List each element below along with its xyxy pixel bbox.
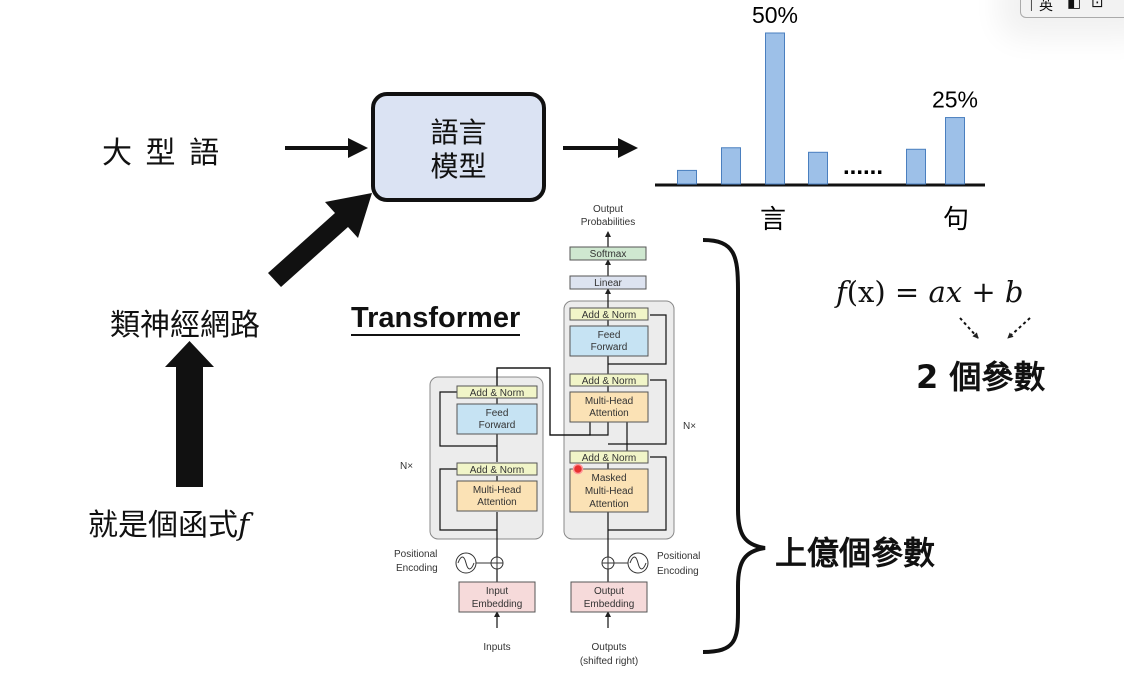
toolbar-view-icon[interactable]: ◧ (1067, 0, 1082, 11)
chart-ellipsis: ...... (843, 153, 883, 180)
enc-mha-line2: Attention (477, 497, 516, 508)
model-box-line1: 語言 (430, 116, 487, 149)
dec-positional-line1: Positional (657, 551, 700, 562)
nn-to-model-arrow (268, 193, 372, 287)
enc-ff-line1: Feed (486, 408, 509, 419)
transformer-diagram: Add & Norm Feed Forward Add & Norm Multi… (394, 204, 700, 667)
language-model-box: 語言 模型 (371, 92, 546, 202)
enc-nx: N× (400, 461, 413, 472)
model-box-line2: 模型 (430, 150, 487, 183)
enc-positional-line1: Positional (394, 549, 437, 560)
bar-3 (808, 151, 828, 185)
input-text: 大 型 語 (102, 136, 222, 171)
pointer-dot (572, 463, 584, 475)
outputs-label-1: Outputs (591, 642, 626, 653)
enc-positional-icon (455, 552, 504, 574)
dec-mha-line2: Attention (589, 408, 628, 419)
dec-masked-line1: Masked (591, 473, 626, 484)
output-prob-line1: Output (593, 204, 623, 215)
encoder-stack (429, 376, 544, 540)
output-emb-line2: Embedding (584, 599, 635, 610)
probability-chart: ...... 言 句 50% 25% (655, 2, 985, 234)
func-caption: 就是個函式f (88, 500, 249, 544)
bar-4 (906, 148, 926, 185)
enc-ff-line2: Forward (479, 420, 516, 431)
formula-paren: (x) = (846, 275, 929, 309)
enc-positional-line2: Encoding (396, 563, 438, 574)
dec-ff-line1: Feed (598, 330, 621, 341)
dec-masked-line3: Attention (589, 499, 628, 510)
bar-0 (677, 169, 697, 185)
softmax-label: Softmax (590, 249, 627, 260)
outputs-label-2: (shifted right) (580, 656, 638, 667)
output-arrow (563, 138, 638, 158)
dec-mha-line1: Multi-Head (585, 396, 633, 407)
bar-5 (945, 117, 965, 185)
func-text: 就是個函式 (88, 508, 238, 543)
input-emb-line1: Input (486, 586, 508, 597)
dec-nx: N× (683, 421, 696, 432)
input-emb-line2: Embedding (472, 599, 523, 610)
formula-rhs: ax + b (928, 275, 1024, 309)
bar-label-5: 25% (932, 87, 978, 113)
formula-f: f (836, 275, 847, 309)
toolbar-lang-button[interactable]: 英 (1039, 0, 1053, 14)
dec-addnorm-2: Add & Norm (582, 376, 636, 387)
billion-params-text: 上億個參數 (775, 534, 936, 572)
enc-addnorm-2: Add & Norm (470, 465, 524, 476)
nn-text: 類神經網路 (110, 308, 260, 343)
output-emb-line1: Output (594, 586, 624, 597)
dec-positional-line2: Encoding (657, 566, 699, 577)
transformer-label: Transformer (351, 302, 521, 336)
toolbar-screen-icon[interactable]: ⊡ (1091, 0, 1104, 11)
dec-addnorm-1: Add & Norm (582, 310, 636, 321)
dec-positional-icon (601, 552, 649, 574)
func-to-nn-arrow (165, 341, 214, 487)
window-toolbar[interactable]: 丨 英 ◧ ⊡ (1020, 0, 1124, 18)
x-tick-label-1: 言 (760, 204, 786, 234)
x-tick-label-2: 句 (943, 204, 969, 234)
enc-mha-line1: Multi-Head (473, 485, 521, 496)
toolbar-text: 丨 (1025, 0, 1039, 14)
param-arrows (959, 317, 1031, 339)
two-params-text: 2 個參數 (916, 358, 1046, 396)
dec-masked-line2: Multi-Head (585, 486, 633, 497)
func-symbol: f (238, 508, 250, 543)
formula: f(x) = ax + b (836, 275, 1023, 309)
bar-2 (765, 32, 785, 185)
dec-addnorm-3: Add & Norm (582, 453, 636, 464)
bar-1 (721, 147, 741, 185)
input-arrow (285, 138, 368, 158)
linear-label: Linear (594, 278, 622, 289)
curly-brace (702, 238, 766, 654)
dec-ff-line2: Forward (591, 342, 628, 353)
bar-label-2: 50% (752, 2, 798, 28)
inputs-label: Inputs (483, 642, 510, 653)
output-prob-line2: Probabilities (581, 217, 635, 228)
enc-addnorm-1: Add & Norm (470, 388, 524, 399)
